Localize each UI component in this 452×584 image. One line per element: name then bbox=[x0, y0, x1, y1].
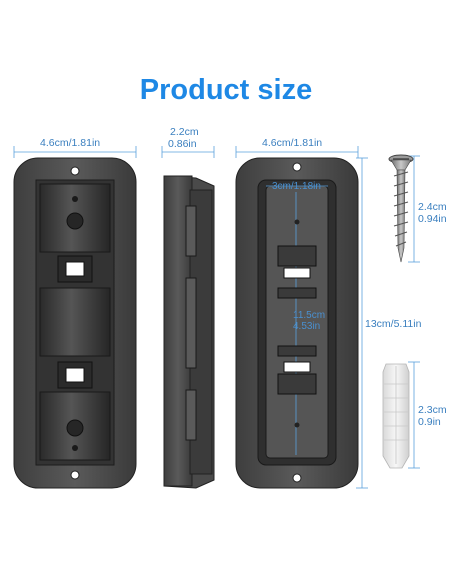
bottom-hole-icon bbox=[70, 470, 80, 480]
inner-height-in-label: 4.53in bbox=[293, 321, 321, 332]
inner-width-label: 3cm/1.18in bbox=[272, 181, 321, 192]
anchor-length-cm-label: 2.3cm bbox=[418, 404, 447, 416]
back-bottom-hole-icon bbox=[292, 473, 302, 483]
inner-dimension-lines bbox=[266, 185, 328, 455]
back-top-hole-icon bbox=[292, 162, 302, 172]
page-title: Product size bbox=[139, 74, 313, 106]
side-depth-in-label: 0.86in bbox=[168, 138, 197, 150]
screw-length-in-label: 0.94in bbox=[418, 213, 447, 225]
dimension-lines bbox=[13, 146, 420, 489]
side-view bbox=[163, 175, 215, 489]
inner-height-cm-label: 11.5cm bbox=[293, 310, 326, 321]
screw-length-cm-label: 2.4cm bbox=[418, 201, 447, 213]
wall-anchor-icon bbox=[382, 363, 410, 469]
top-hole-icon bbox=[70, 166, 80, 176]
back-width-label: 4.6cm/1.81in bbox=[262, 137, 323, 149]
front-view bbox=[13, 157, 137, 489]
total-height-label: 13cm/5.11in bbox=[365, 318, 422, 330]
anchor-length-in-label: 0.9in bbox=[418, 416, 441, 428]
screw-icon bbox=[388, 154, 414, 263]
side-depth-cm-label: 2.2cm bbox=[170, 126, 199, 138]
front-width-label: 4.6cm/1.81in bbox=[40, 137, 101, 149]
back-view bbox=[235, 157, 359, 489]
